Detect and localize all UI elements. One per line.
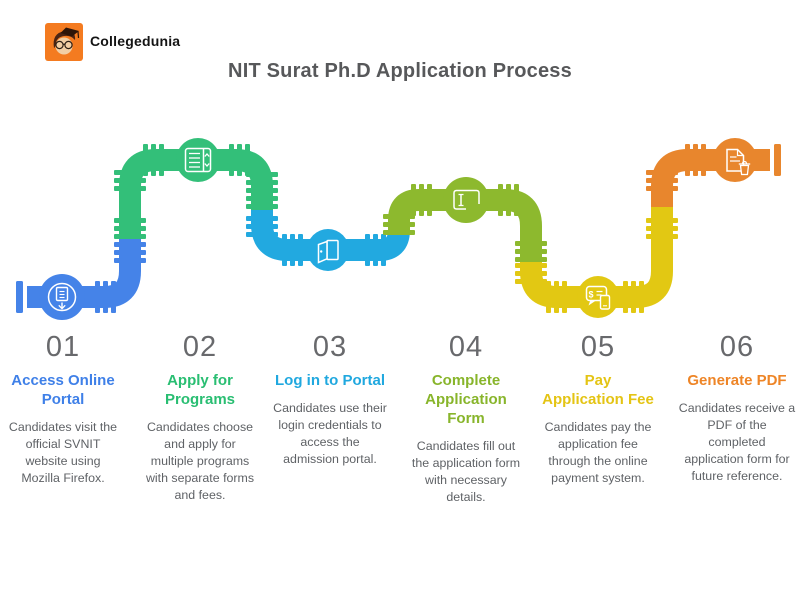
step-column-3: 03 Log in to Portal Candidates use their… [267,329,393,468]
step-6-node [713,138,757,182]
step-title: Complete Application Form [425,372,507,427]
step-number: 05 [580,331,616,363]
download-document-icon [47,282,77,312]
step-title: Generate PDF [687,372,787,389]
step-description: Candidates use their login credentials t… [273,401,387,466]
step-number: 04 [448,331,484,363]
step-column-5: 05 Pay Application Fee Candidates pay th… [535,329,661,487]
page-title: NIT Surat Ph.D Application Process [228,60,572,82]
pipe-couplings [95,144,706,313]
step-number: 02 [182,331,218,363]
collegedunia-logo-icon [45,23,83,61]
step-5-node: $ [577,276,619,318]
pipe-end-caps [16,144,781,313]
step-number: 06 [719,331,755,363]
step-description: Candidates choose and apply for multiple… [145,420,255,502]
step-column-1: 01 Access Online Portal Candidates visit… [0,329,126,487]
step-number: 03 [312,331,348,363]
step-column-6: 06 Generate PDF Candidates receive a PDF… [674,329,800,485]
brand-name: Collegedunia [90,33,181,49]
form-cursor-icon [453,189,480,210]
mobile-payment-icon: $ [585,285,611,310]
step-column-4: 04 Complete Application Form Candidates … [403,329,529,506]
step-description: Candidates visit the official SVNIT webs… [8,420,118,485]
step-3-node [307,229,349,271]
step-description: Candidates fill out the application form… [411,439,521,504]
step-title: Pay Application Fee [542,372,654,408]
step-column-2: 02 Apply for Programs Candidates choose … [137,329,263,504]
svg-text:$: $ [589,290,594,300]
step-2-node [176,138,220,182]
open-door-icon [317,239,339,264]
pdf-document-icon [726,148,751,176]
step-description: Candidates pay the application fee throu… [544,420,652,485]
step-1-node [39,274,85,320]
step-title: Log in to Portal [275,372,385,389]
step-4-node [443,177,489,223]
step-number: 01 [45,331,81,363]
program-list-icon [184,147,212,173]
step-description: Candidates receive a PDF of the complete… [678,401,796,483]
steps-row: 01 Access Online Portal Candidates visit… [0,329,800,589]
process-pipeline-diagram: $ [16,138,781,320]
step-title: Access Online Portal [11,372,115,408]
step-title: Apply for Programs [164,372,236,408]
